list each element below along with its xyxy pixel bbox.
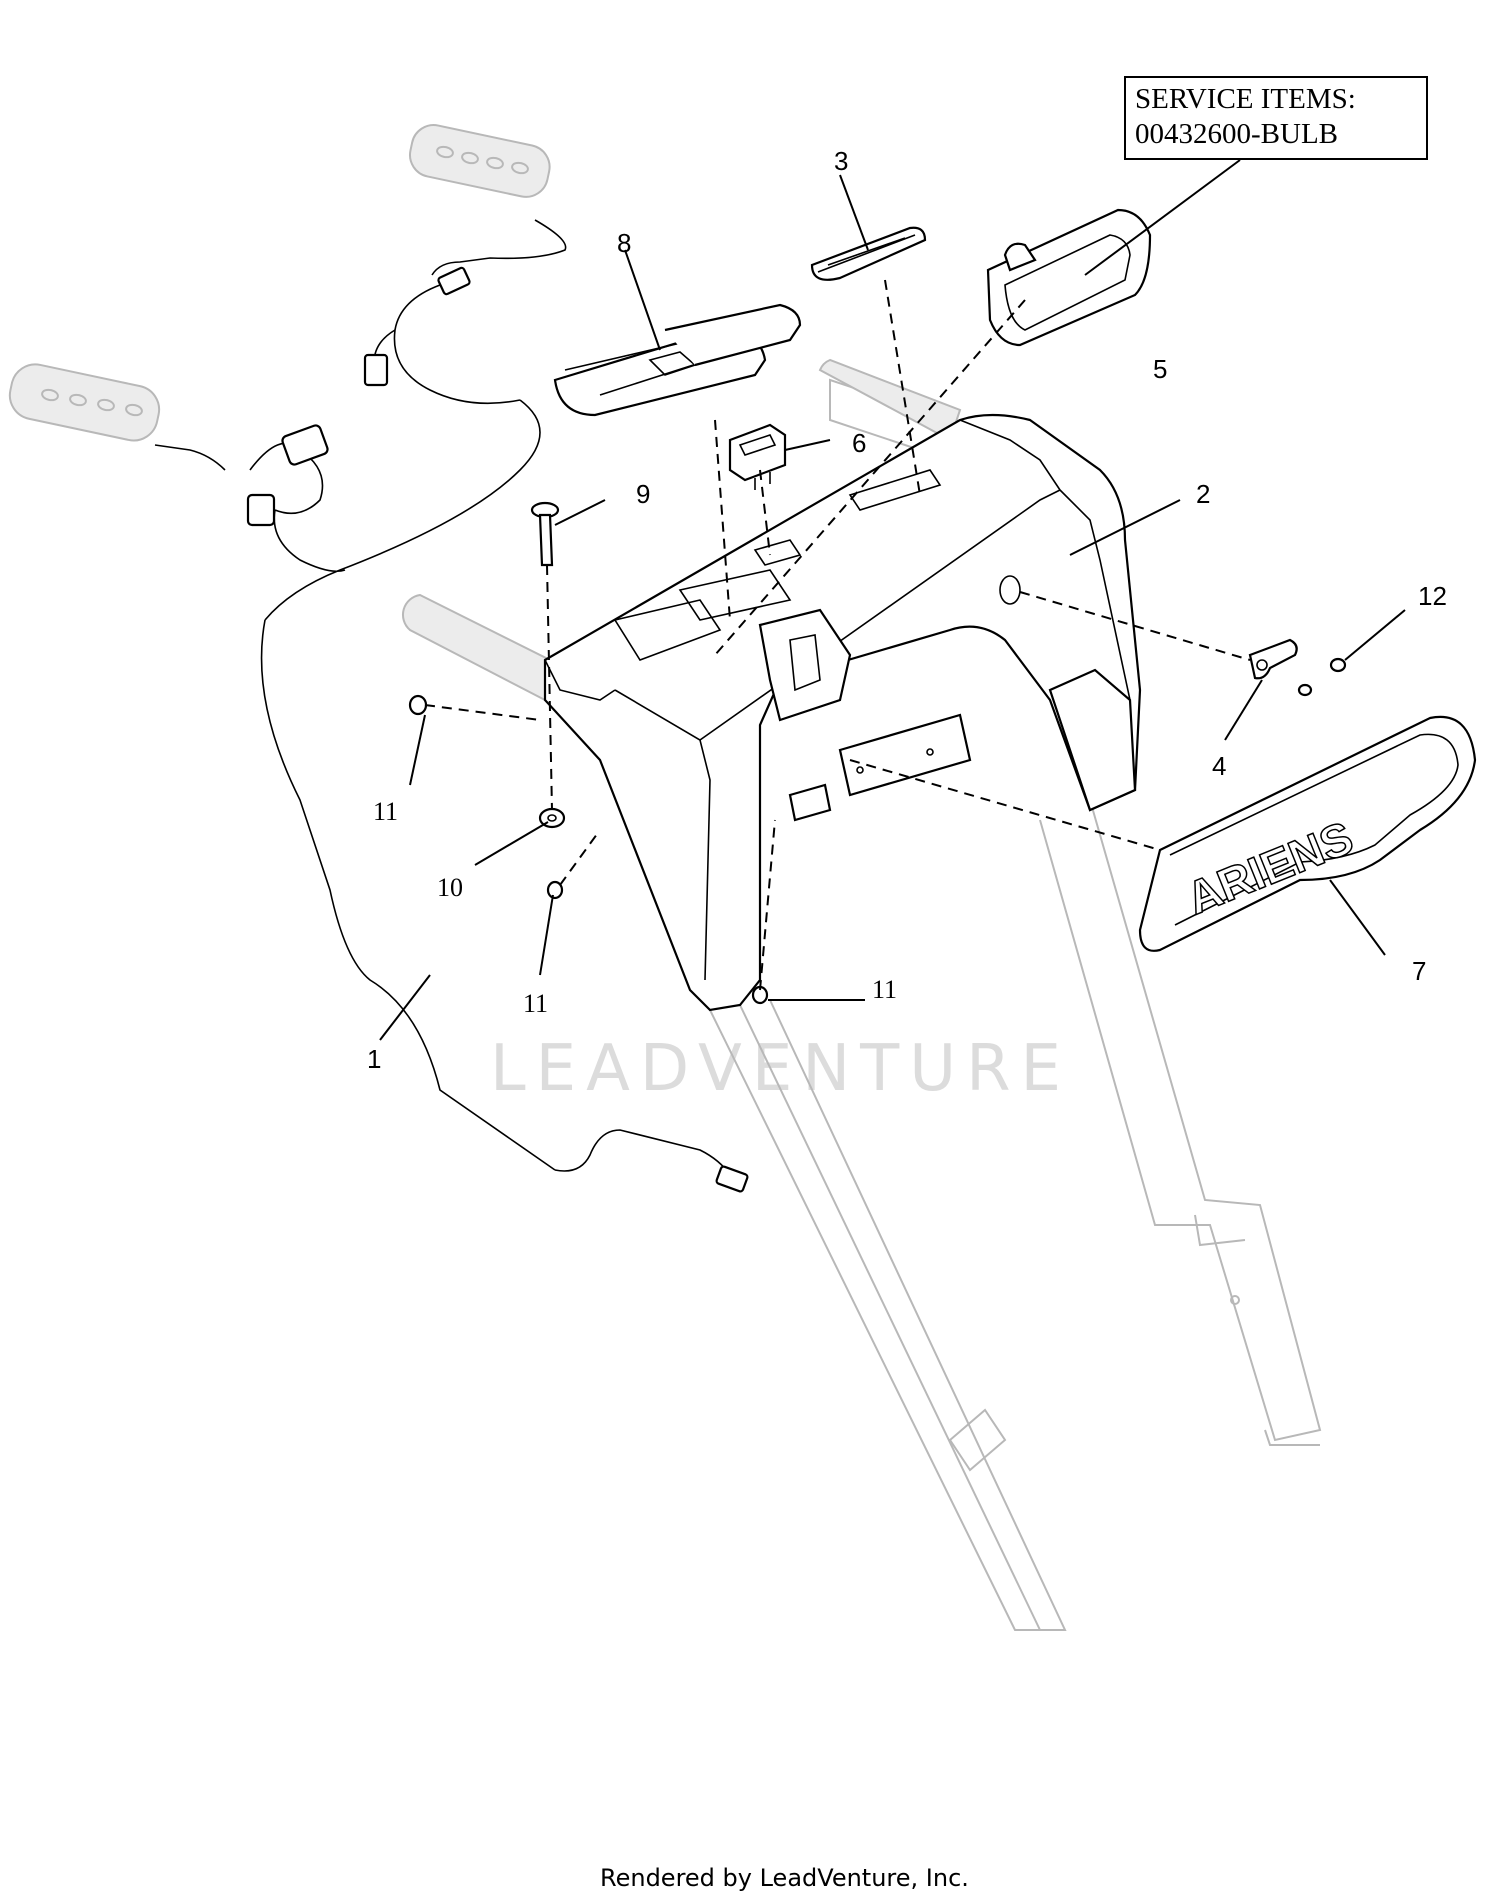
callout-8: 8 (617, 228, 631, 258)
handlebar-tubes (401, 358, 1322, 1631)
leader-lines (379, 159, 1406, 1041)
callout-9: 9 (636, 479, 650, 509)
control-panel-cover (553, 303, 802, 417)
carriage-bolt (530, 501, 560, 567)
service-items-part: 00432600-BULB (1135, 118, 1338, 150)
hex-nuts (408, 694, 769, 1005)
callout-7: 7 (1412, 956, 1426, 986)
callout-numbers: 3 8 5 6 9 2 12 4 7 11 10 11 11 1 (367, 146, 1447, 1074)
callout-5: 5 (1153, 354, 1167, 384)
watermark-text: LEADVENTURE (490, 1032, 1071, 1106)
front-panel: ARIENS (1138, 715, 1477, 952)
service-items-title: SERVICE ITEMS: (1135, 83, 1356, 115)
footer-credit: Rendered by LeadVenture, Inc. (600, 1864, 969, 1892)
callout-1: 1 (367, 1044, 381, 1074)
callout-11-bottom: 11 (523, 989, 548, 1018)
callout-10: 10 (437, 873, 463, 902)
headlight (986, 208, 1152, 347)
assembly-lines (424, 279, 1251, 991)
hand-grip-upper (409, 124, 551, 198)
callout-6: 6 (852, 428, 866, 458)
wire-harness (154, 219, 749, 1193)
cable-clip (1248, 638, 1313, 697)
lens-gasket (810, 226, 927, 281)
light-switch (728, 423, 787, 490)
callout-11-right: 11 (872, 975, 897, 1004)
callout-4: 4 (1212, 751, 1226, 781)
screw (1329, 657, 1347, 673)
callout-11-left: 11 (373, 797, 398, 826)
service-items-box: SERVICE ITEMS: 00432600-BULB (1124, 76, 1428, 160)
hand-grip-lower (8, 363, 161, 442)
callout-2: 2 (1196, 479, 1210, 509)
dash-panel-housing (543, 413, 1142, 1012)
callout-12: 12 (1418, 581, 1447, 611)
callout-3: 3 (834, 146, 848, 176)
